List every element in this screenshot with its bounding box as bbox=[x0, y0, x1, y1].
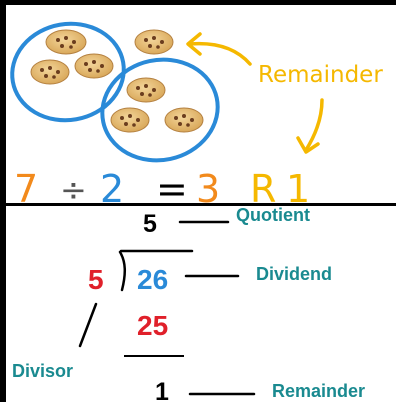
quotient-label: Quotient bbox=[236, 205, 310, 225]
group-circle-1 bbox=[10, 21, 126, 123]
cookie bbox=[164, 107, 204, 133]
long-division-dividend: 26 bbox=[137, 264, 169, 295]
arrow-to-remainder-cookie bbox=[186, 32, 252, 66]
arrow-to-remainder-term bbox=[296, 98, 324, 154]
equation-equals-sign: = bbox=[156, 167, 188, 211]
equation-remainder: 1 bbox=[286, 167, 311, 211]
frame-left-border bbox=[0, 0, 6, 402]
cookie bbox=[126, 77, 166, 103]
cookie bbox=[45, 29, 87, 55]
equation-divide-sign: ÷ bbox=[60, 171, 87, 209]
remainder-callout-label: Remainder bbox=[258, 62, 383, 88]
long-division-quotient: 5 bbox=[143, 210, 157, 238]
divisor-leader bbox=[78, 302, 98, 348]
remainder-cookie bbox=[134, 29, 174, 55]
cookie bbox=[74, 53, 114, 79]
frame-top-border bbox=[0, 0, 396, 5]
equation-divisor: 2 bbox=[100, 167, 125, 211]
cookie bbox=[30, 59, 70, 85]
equation-quotient: 3 bbox=[196, 167, 221, 211]
divisor-label: Divisor bbox=[12, 361, 74, 381]
cookie bbox=[110, 107, 150, 133]
long-division-divisor: 5 bbox=[88, 264, 104, 295]
remainder-label: Remainder bbox=[272, 381, 366, 401]
long-division-product: 25 bbox=[137, 310, 169, 341]
division-bracket bbox=[118, 249, 194, 292]
equation-remainder-marker: R bbox=[250, 167, 277, 211]
equation-dividend: 7 bbox=[14, 167, 39, 211]
section-divider bbox=[0, 203, 396, 206]
dividend-label: Dividend bbox=[256, 264, 333, 284]
long-division-remainder: 1 bbox=[155, 378, 169, 406]
group-circle-2 bbox=[100, 57, 220, 163]
